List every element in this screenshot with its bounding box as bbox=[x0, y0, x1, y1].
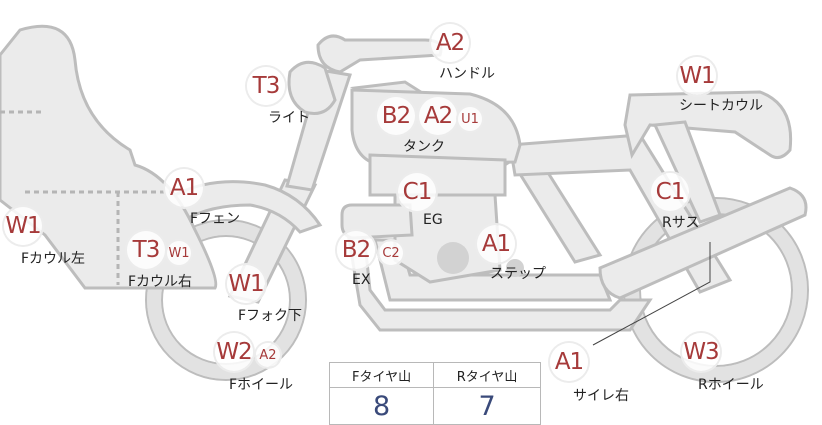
front-tread-value[interactable]: 8 bbox=[328, 387, 435, 425]
step-peg bbox=[506, 259, 524, 277]
front-tread-header: Fタイヤ山 bbox=[328, 362, 435, 388]
label-step: ステップ bbox=[490, 266, 546, 282]
badge-exhaust-B2[interactable]: B2 bbox=[337, 231, 375, 269]
label-f-fender: Fフェン bbox=[190, 211, 241, 227]
headlight bbox=[287, 60, 337, 115]
badge-f-wheel-A2[interactable]: A2 bbox=[256, 343, 280, 367]
badge-step-A1[interactable]: A1 bbox=[477, 225, 515, 263]
intake bbox=[340, 203, 414, 240]
badge-handle-A2[interactable]: A2 bbox=[431, 24, 469, 62]
badge-f-cowl-left-W1[interactable]: W1 bbox=[4, 207, 42, 245]
handlebar bbox=[316, 34, 443, 74]
rear-tread-value[interactable]: 7 bbox=[433, 387, 541, 425]
badge-f-fender-A1[interactable]: A1 bbox=[165, 169, 203, 207]
badge-f-wheel-W2[interactable]: W2 bbox=[215, 333, 253, 371]
label-engine: EG bbox=[423, 212, 443, 228]
label-tank: タンク bbox=[403, 139, 445, 155]
label-handle: ハンドル bbox=[439, 66, 495, 82]
badge-engine-C1[interactable]: C1 bbox=[398, 173, 436, 211]
label-f-cowl-right: Fカウル右 bbox=[128, 274, 193, 290]
badge-tank-B2[interactable]: B2 bbox=[377, 97, 415, 135]
label-f-wheel: Fホイール bbox=[229, 377, 294, 393]
badge-light-T3[interactable]: T3 bbox=[247, 67, 285, 105]
engine-cover bbox=[437, 242, 469, 274]
label-f-cowl-left: Fカウル左 bbox=[21, 251, 86, 267]
front-cowl-shape bbox=[0, 24, 218, 290]
badge-f-cowl-right-W1[interactable]: W1 bbox=[167, 241, 191, 265]
badge-f-cowl-right-T3[interactable]: T3 bbox=[127, 231, 165, 269]
label-silencer-right: サイレ右 bbox=[573, 388, 629, 404]
label-light: ライト bbox=[268, 110, 310, 126]
badge-f-fork-lower-W1[interactable]: W1 bbox=[227, 265, 265, 303]
badge-seat-cowl-W1[interactable]: W1 bbox=[678, 57, 716, 95]
badge-r-wheel-W3[interactable]: W3 bbox=[682, 333, 720, 371]
label-f-fork-lower: Fフォク下 bbox=[238, 308, 303, 324]
front-wheel-shape bbox=[147, 221, 305, 379]
label-seat-cowl: シートカウル bbox=[679, 98, 763, 114]
tire-tread-header-row: Fタイヤ山 Rタイヤ山 bbox=[328, 362, 541, 388]
silencer-leader-line bbox=[592, 242, 711, 346]
rear-tread-header: Rタイヤ山 bbox=[433, 362, 541, 388]
badge-tank-A2[interactable]: A2 bbox=[419, 97, 457, 135]
badge-r-suspension-C1[interactable]: C1 bbox=[651, 173, 689, 211]
badge-exhaust-C2[interactable]: C2 bbox=[379, 241, 403, 265]
front-fender-shape bbox=[173, 180, 323, 234]
tire-tread-value-row: 8 7 bbox=[328, 387, 541, 425]
badge-silencer-right-A1[interactable]: A1 bbox=[550, 343, 588, 381]
front-wheel-outer-edge bbox=[145, 219, 307, 381]
engine-head bbox=[368, 153, 507, 197]
label-r-wheel: Rホイール bbox=[698, 377, 764, 393]
seat-cowl-shape bbox=[623, 90, 793, 160]
label-r-suspension: Rサス bbox=[662, 215, 700, 231]
silencer-shape bbox=[598, 186, 808, 300]
label-exhaust: EX bbox=[352, 272, 371, 288]
tire-tread-table: Fタイヤ山 Rタイヤ山 8 7 bbox=[328, 362, 541, 425]
badge-tank-U1[interactable]: U1 bbox=[458, 107, 482, 131]
